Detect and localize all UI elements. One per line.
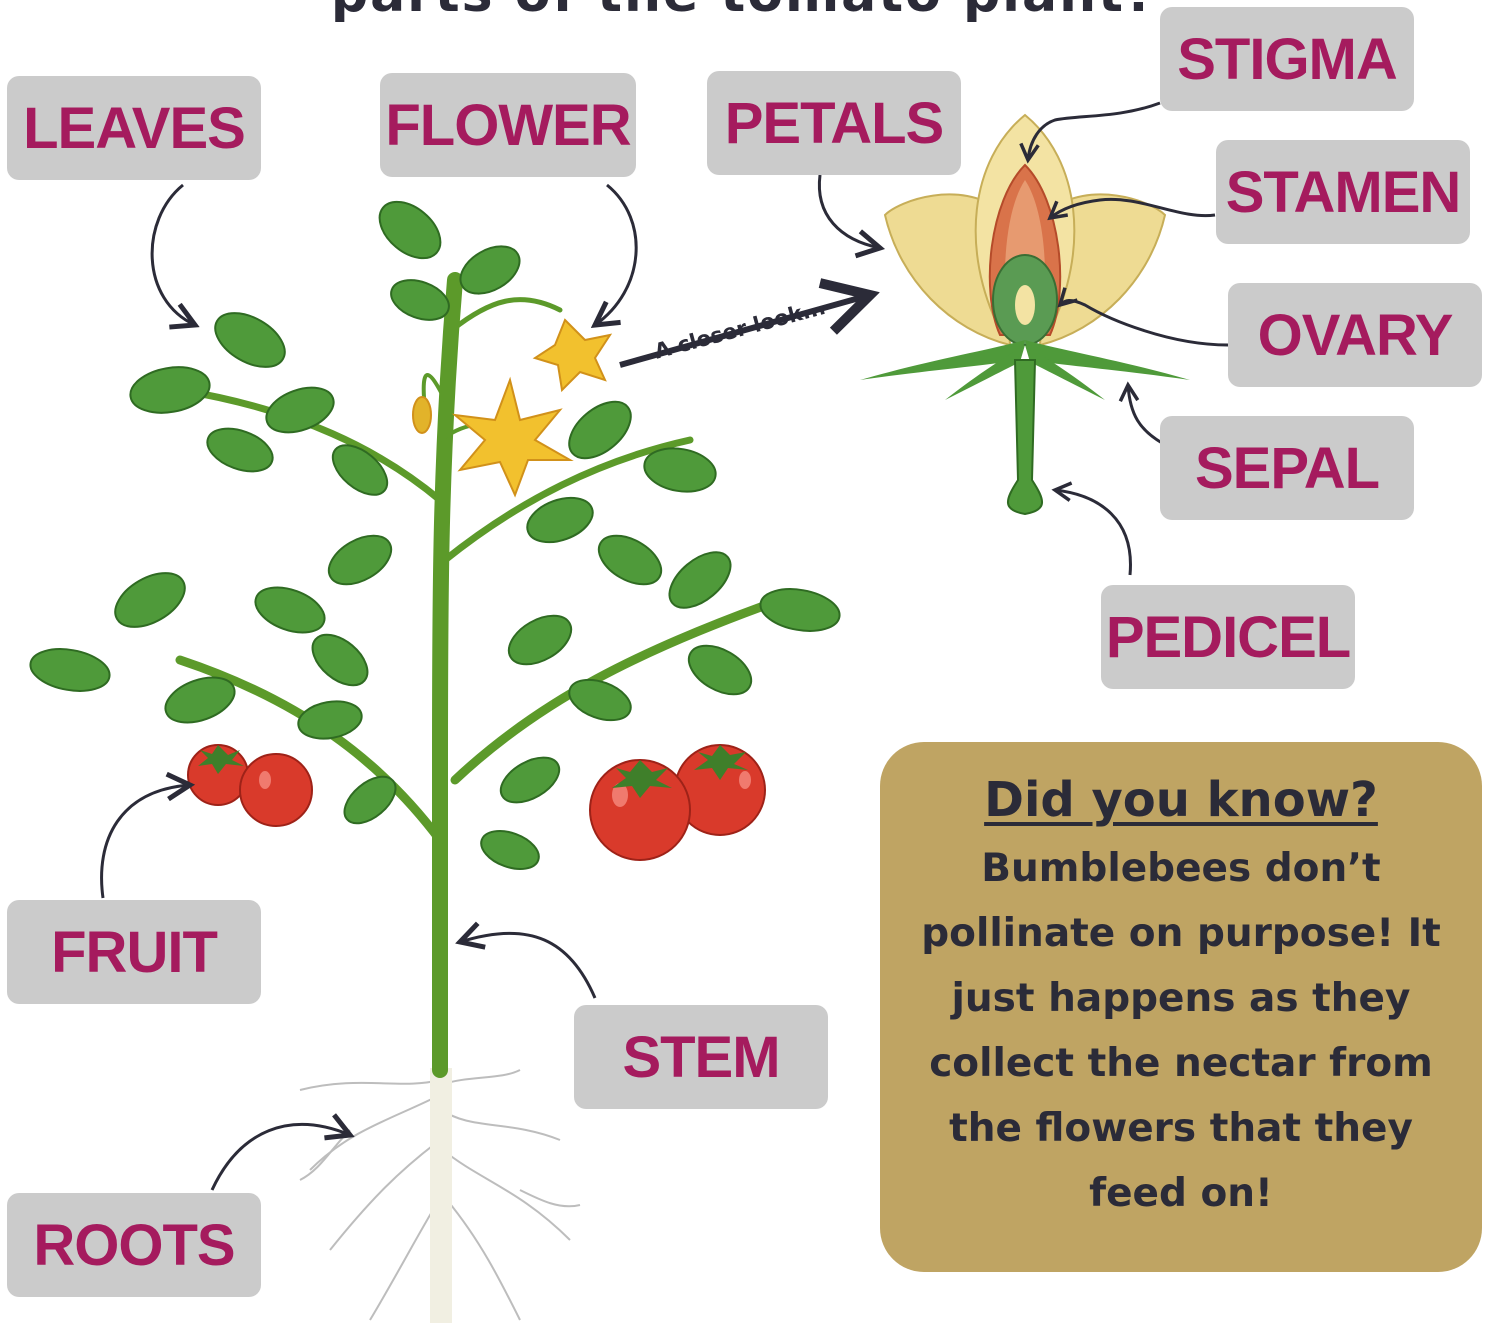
did-you-know-body: Bumblebees don’t pollinate on purpose! I…: [900, 836, 1462, 1226]
label-stamen: STAMEN: [1216, 140, 1470, 244]
plant-stems: [180, 280, 780, 1070]
label-pedicel: PEDICEL: [1101, 585, 1355, 689]
label-stigma: STIGMA: [1160, 7, 1414, 111]
label-leaves: LEAVES: [7, 76, 261, 180]
label-ovary: OVARY: [1228, 283, 1482, 387]
did-you-know-box: Did you know? Bumblebees don’t pollinate…: [880, 742, 1482, 1272]
root-main: [430, 1068, 452, 1323]
label-fruit: FRUIT: [7, 900, 261, 1004]
label-sepal: SEPAL: [1160, 416, 1414, 520]
label-roots: ROOTS: [7, 1193, 261, 1297]
label-stem: STEM: [574, 1005, 828, 1109]
label-flower: FLOWER: [380, 73, 636, 177]
label-petals: PETALS: [707, 71, 961, 175]
did-you-know-heading: Did you know?: [880, 772, 1482, 828]
